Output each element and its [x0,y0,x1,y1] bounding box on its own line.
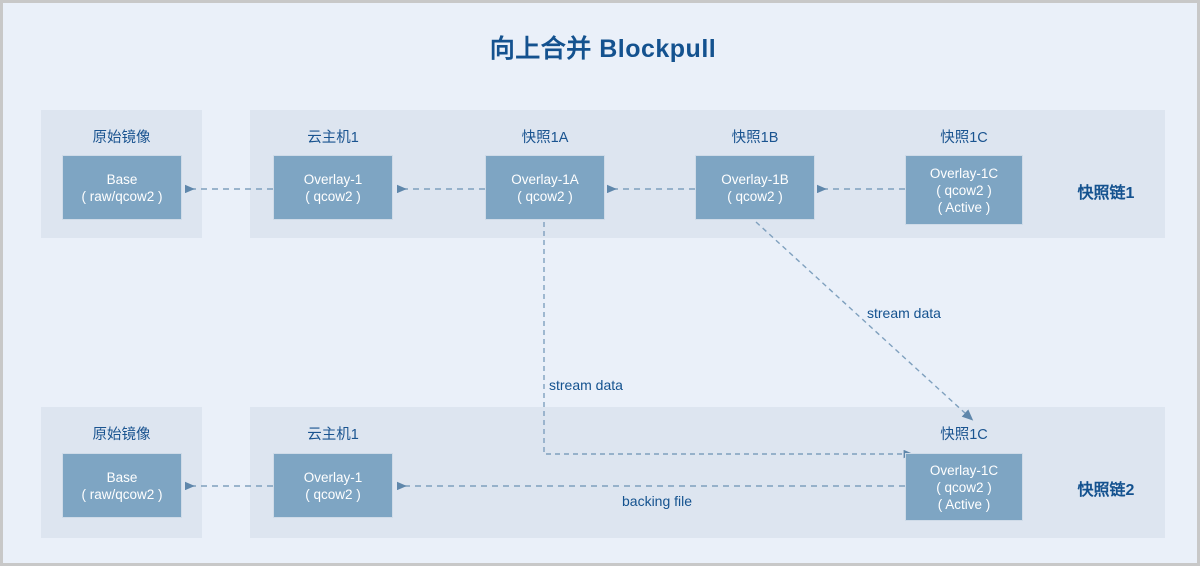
page-title: 向上合并 Blockpull [489,35,717,63]
node-line: ( qcow2 ) [727,188,783,204]
node-line: ( Active ) [937,199,991,215]
node-line: Overlay-1C [929,462,999,478]
column-header-chain1-0: 原始镜像 [92,130,151,146]
chain-label-1: 快照链1 [1077,185,1135,202]
column-header-chain2-1: 云主机1 [307,427,359,443]
column-header-chain2-0: 原始镜像 [92,427,151,443]
node-chain1-overlay1c[interactable]: Overlay-1C ( qcow2 ) ( Active ) [905,155,1023,225]
node-chain2-base[interactable]: Base ( raw/qcow2 ) [62,453,182,518]
node-line: ( qcow2 ) [936,182,992,198]
node-line: Overlay-1 [303,469,363,485]
node-line: Overlay-1 [303,171,363,187]
edge-label-backing-file: backing file [622,493,693,509]
chain-label-2: 快照链2 [1077,482,1135,499]
node-line: ( qcow2 ) [517,188,573,204]
node-chain1-overlay1a[interactable]: Overlay-1A ( qcow2 ) [485,155,605,220]
node-line: ( raw/qcow2 ) [81,486,163,502]
node-line: Overlay-1C [929,165,999,181]
node-chain2-overlay1[interactable]: Overlay-1 ( qcow2 ) [273,453,393,518]
node-line: ( Active ) [937,496,991,512]
node-line: Base [106,171,138,187]
node-chain1-overlay1b[interactable]: Overlay-1B ( qcow2 ) [695,155,815,220]
column-header-chain1-2: 快照1A [521,130,569,146]
node-line: ( qcow2 ) [305,188,361,204]
node-chain1-base[interactable]: Base ( raw/qcow2 ) [62,155,182,220]
edge-label-stream-data-vertical: stream data [549,377,623,393]
node-line: Overlay-1A [511,171,579,187]
column-header-chain2-2: 快照1C [940,427,988,443]
node-line: ( qcow2 ) [305,486,361,502]
node-chain2-overlay1c[interactable]: Overlay-1C ( qcow2 ) ( Active ) [905,453,1023,521]
node-chain1-overlay1[interactable]: Overlay-1 ( qcow2 ) [273,155,393,220]
edge-label-stream-data-diagonal: stream data [867,305,941,321]
node-line: ( qcow2 ) [936,479,992,495]
node-line: Overlay-1B [721,171,789,187]
column-header-chain1-1: 云主机1 [307,130,359,146]
node-line: Base [106,469,138,485]
node-line: ( raw/qcow2 ) [81,188,163,204]
column-header-chain1-4: 快照1C [940,130,988,146]
column-header-chain1-3: 快照1B [731,130,779,146]
